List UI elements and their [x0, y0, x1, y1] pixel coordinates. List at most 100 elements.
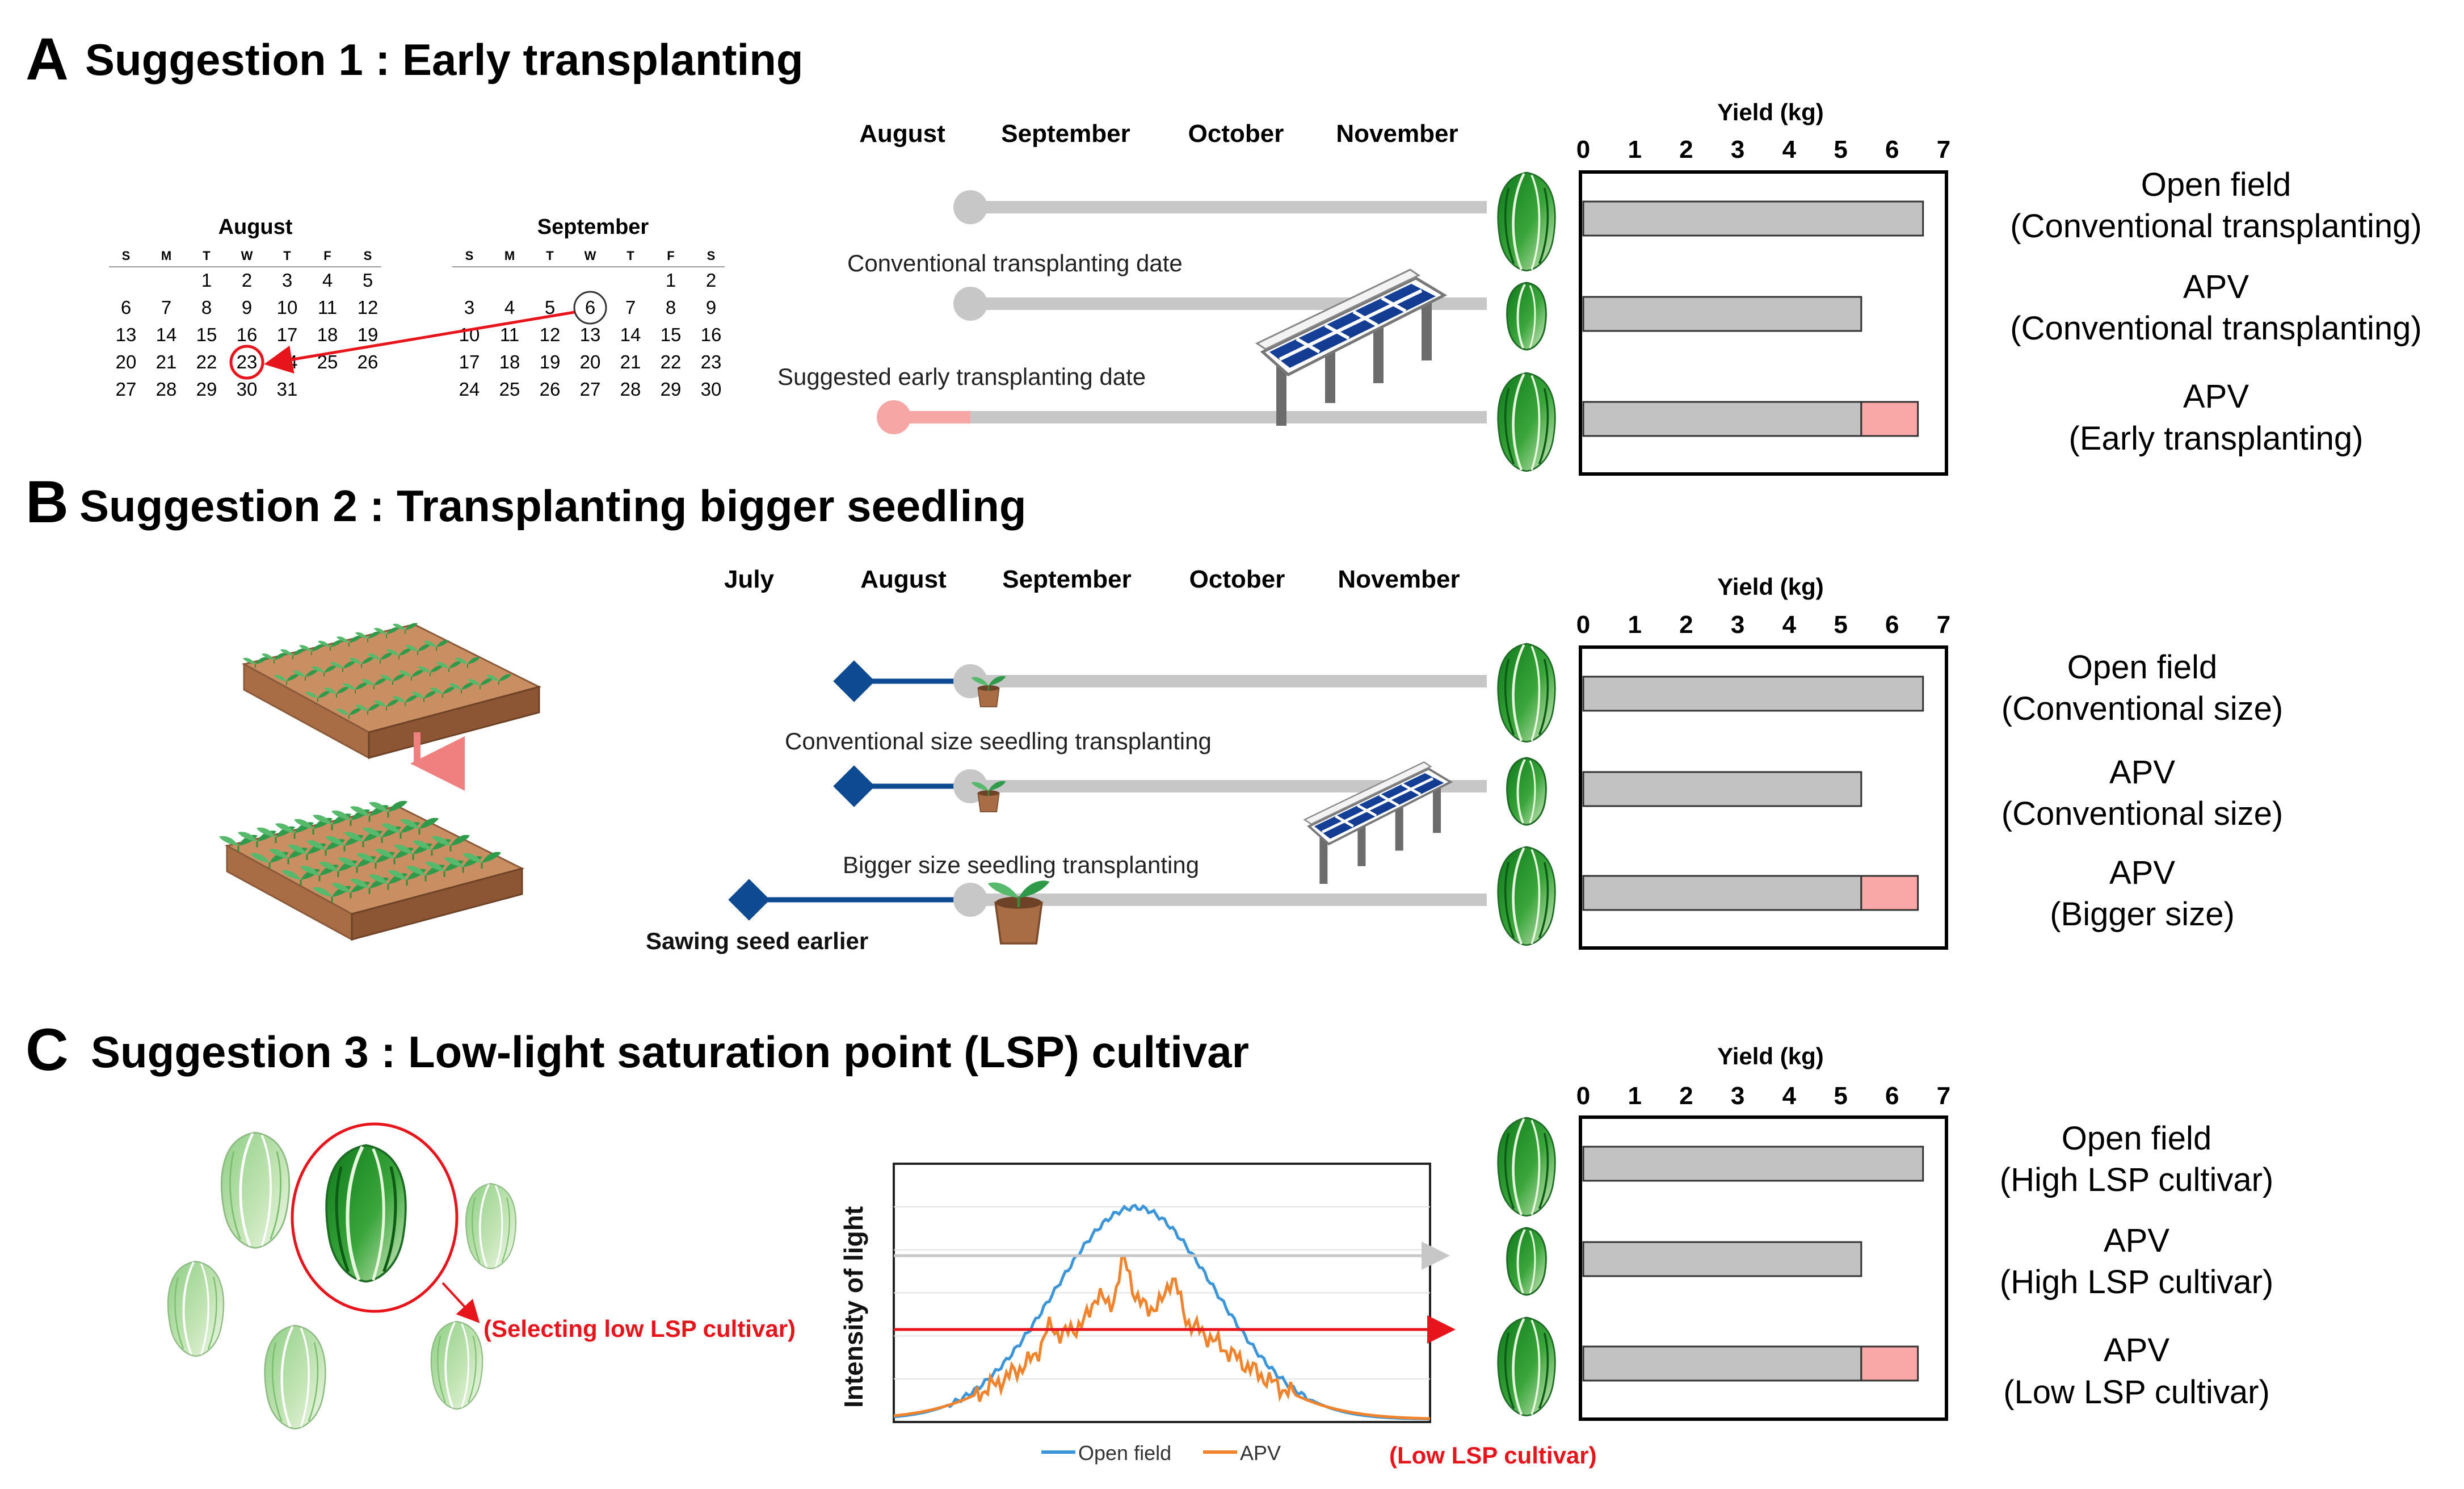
day-cell: 14	[156, 324, 177, 345]
day-cell: 11	[318, 297, 337, 318]
day-cell: 6	[585, 297, 595, 318]
month-label: October	[1189, 565, 1285, 593]
yield-bar	[1582, 1146, 1924, 1182]
yield-bar-gain	[1860, 1345, 1919, 1382]
day-cell: 23	[237, 351, 258, 372]
weekday: S	[122, 249, 131, 263]
day-cell: 14	[620, 324, 641, 345]
early-transplant-marker	[877, 400, 911, 434]
cabbage-icon	[1506, 1227, 1548, 1296]
day-cell: 2	[706, 270, 716, 291]
month-label: November	[1338, 565, 1460, 593]
seedling-tray	[242, 622, 540, 759]
early-date-circle	[229, 345, 264, 380]
move-date-arrow	[264, 311, 575, 374]
cabbage-icon	[1506, 757, 1548, 826]
cabbage-icon	[1498, 644, 1555, 742]
transplant-marker	[953, 190, 987, 224]
day-cell: 5	[363, 270, 373, 291]
weekday: T	[546, 249, 554, 263]
cabbage-icon	[1498, 847, 1555, 945]
yield-bar	[1582, 401, 1862, 437]
day-cell: 29	[661, 379, 682, 400]
day-cell: 16	[237, 324, 258, 345]
yield-tick-label: 4	[1782, 611, 1797, 639]
row-sublabel: (Bigger size)	[2050, 896, 2235, 933]
low-lsp-label: (Low LSP cultivar)	[1389, 1442, 1597, 1469]
transplant-marker	[953, 287, 987, 321]
panel-letter: C	[26, 1017, 69, 1083]
cabbage-light-icon	[167, 1260, 225, 1357]
yield-tick-label: 1	[1628, 611, 1641, 639]
row-sublabel: (Conventional transplanting)	[2010, 208, 2421, 245]
day-cell: 15	[196, 324, 217, 345]
yield-tick-label: 2	[1679, 1082, 1693, 1110]
day-cell: 30	[701, 379, 722, 400]
yield-bar	[1582, 200, 1924, 237]
cabbage-icon	[1506, 282, 1548, 351]
bigger-seedling-label: Bigger size seedling transplanting	[843, 852, 1199, 878]
weekday: S	[465, 249, 474, 263]
sowing-marker	[833, 765, 875, 807]
cabbage-icon	[1498, 1118, 1555, 1216]
yield-bar-gain	[1860, 401, 1919, 437]
weekday: F	[667, 249, 674, 263]
weekday: W	[241, 249, 253, 263]
cabbage-light-icon	[430, 1320, 483, 1410]
light-y-label: Intensity of light	[839, 1206, 868, 1408]
yield-tick-label: 6	[1885, 611, 1899, 639]
conventional-date-label: Conventional transplanting date	[847, 250, 1183, 276]
transplant-marker	[953, 883, 987, 917]
row-sublabel: (High LSP cultivar)	[2000, 1264, 2273, 1301]
yield-tick-label: 1	[1628, 1082, 1641, 1110]
day-cell: 3	[282, 270, 292, 291]
cabbage-light-icon	[265, 1326, 326, 1429]
day-cell: 18	[499, 351, 520, 372]
day-cell: 9	[242, 297, 252, 318]
yield-tick-label: 0	[1576, 1082, 1590, 1110]
weekday: M	[504, 249, 515, 263]
panel-a: A Suggestion 1 : Early transplanting Aug…	[26, 26, 1487, 434]
day-cell: 7	[161, 297, 171, 318]
yield-bar	[1582, 875, 1862, 911]
weekday: T	[283, 249, 291, 263]
day-cell: 11	[500, 324, 519, 345]
row-sublabel: (Conventional size)	[2002, 690, 2283, 727]
day-cell: 7	[625, 297, 636, 318]
panel-letter: A	[26, 26, 69, 93]
sowing-label: Sawing seed earlier	[646, 928, 868, 954]
conventional-seedling-label: Conventional size seedling transplanting	[785, 728, 1212, 754]
timeline-group	[728, 660, 1487, 945]
yield-tick-label: 6	[1885, 1082, 1899, 1110]
sowing-marker	[728, 879, 770, 921]
yield-tick-label: 1	[1628, 136, 1641, 163]
row-sublabel: (Conventional size)	[2002, 795, 2283, 832]
day-cell: 20	[116, 351, 137, 372]
weekday: S	[364, 249, 372, 263]
day-cell: 19	[540, 351, 561, 372]
month-label: August	[859, 120, 945, 148]
month-label: September	[1002, 565, 1131, 593]
day-cell: 22	[196, 351, 217, 372]
day-cell: 26	[540, 379, 561, 400]
day-cell: 1	[666, 270, 676, 291]
day-cell: 20	[580, 351, 601, 372]
day-cell: 27	[116, 379, 137, 400]
yield-tick-label: 5	[1834, 136, 1847, 163]
yield-tick-label: 3	[1731, 1082, 1744, 1110]
yield-bar	[1582, 1345, 1862, 1382]
timeline-group	[877, 190, 1487, 434]
day-cell: 23	[701, 351, 722, 372]
day-cell: 25	[499, 379, 520, 400]
yield-tick-label: 3	[1731, 136, 1744, 163]
yield-bar	[1582, 771, 1862, 807]
selected-cabbage-icon	[326, 1146, 406, 1282]
day-cell: 13	[580, 324, 601, 345]
weekday: W	[585, 249, 596, 263]
day-cell: 18	[317, 324, 338, 345]
row-sublabel: (Conventional transplanting)	[2010, 310, 2421, 347]
day-cell: 29	[196, 379, 217, 400]
